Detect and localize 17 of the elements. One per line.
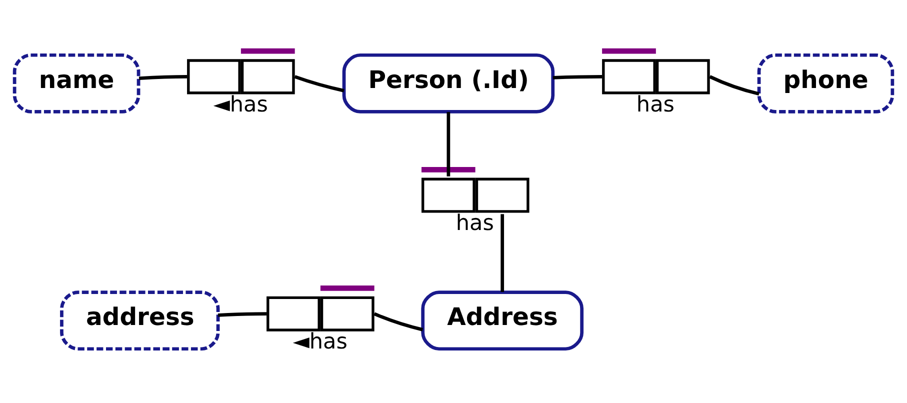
connector <box>218 312 267 316</box>
node-box: Address <box>421 290 584 350</box>
connector <box>709 74 760 96</box>
node-box: name <box>12 52 140 113</box>
node-label: has <box>456 210 494 236</box>
node-label: has <box>636 92 675 117</box>
node-box: address <box>60 290 220 350</box>
connector <box>374 312 424 331</box>
connector <box>138 74 188 80</box>
node-box: Person (.Id) <box>342 52 555 113</box>
connector <box>294 74 344 92</box>
connector <box>500 214 504 292</box>
node-box: phone <box>757 52 894 113</box>
connector <box>446 112 450 176</box>
node-label: ◄has <box>292 329 348 354</box>
connector <box>552 74 602 79</box>
node-label: ◄has <box>213 92 268 117</box>
